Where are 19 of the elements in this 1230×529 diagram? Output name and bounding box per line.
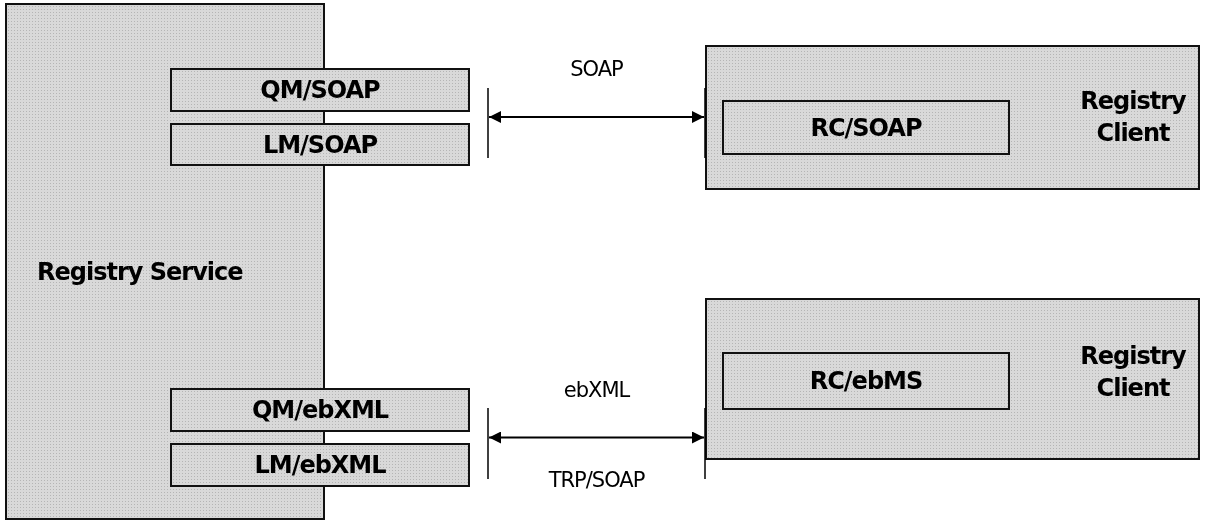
node-label: Registry Service [37,258,243,286]
node-label: Registry Client [1079,86,1187,150]
interface-box [170,443,470,487]
double-arrow [488,111,705,123]
interface-box [170,388,470,432]
component-box [705,298,1200,460]
interface-box [722,352,1010,410]
interface-box [722,100,1010,155]
node-label: QM/ebXML [250,396,390,424]
node-label: RC/SOAP [809,113,923,142]
component-box [705,45,1200,190]
interface-box [170,123,470,166]
node-label: Registry Client [1079,341,1187,405]
interface-box [170,68,470,112]
double-arrow [488,431,705,444]
node-label: QM/SOAP [259,76,381,104]
node-label: RC/ebMS [808,367,924,395]
node-label: LM/SOAP [261,130,379,159]
node-label: LM/ebXML [253,451,387,479]
